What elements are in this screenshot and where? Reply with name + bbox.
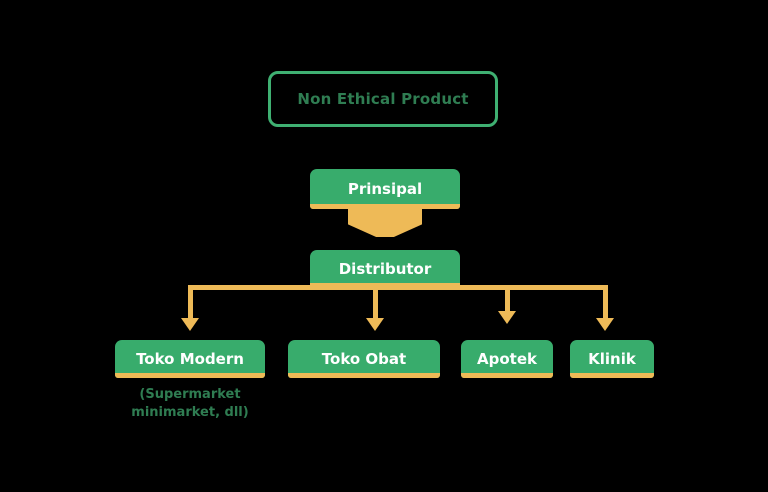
connector-branch-toko-modern xyxy=(188,285,193,320)
node-distributor[interactable]: Distributor xyxy=(310,250,460,288)
node-apotek[interactable]: Apotek xyxy=(461,340,553,378)
arrow-head-toko-obat xyxy=(366,318,384,331)
node-underline-prinsipal xyxy=(310,204,460,209)
arrow-head-apotek xyxy=(498,311,516,324)
node-non-ethical-product[interactable]: Non Ethical Product xyxy=(268,71,498,127)
node-klinik[interactable]: Klinik xyxy=(570,340,654,378)
node-toko-obat[interactable]: Toko Obat xyxy=(288,340,440,378)
node-toko-modern[interactable]: Toko Modern xyxy=(115,340,265,378)
node-underline-toko-obat xyxy=(288,373,440,378)
connector-distribution-bus xyxy=(188,285,608,290)
node-underline-toko-modern xyxy=(115,373,265,378)
arrow-head-klinik xyxy=(596,318,614,331)
node-label-distributor: Distributor xyxy=(338,259,432,278)
arrow-head-toko-modern xyxy=(181,318,199,331)
caption-toko-modern-line1: (Supermarket xyxy=(139,387,241,402)
node-label-non-ethical-product: Non Ethical Product xyxy=(297,90,469,108)
node-prinsipal[interactable]: Prinsipal xyxy=(310,169,460,209)
node-label-klinik: Klinik xyxy=(588,349,636,368)
connector-branch-apotek xyxy=(505,285,510,313)
connector-branch-toko-obat xyxy=(373,285,378,320)
connector-branch-klinik xyxy=(603,285,608,320)
caption-toko-modern: (Supermarket minimarket, dll) xyxy=(105,386,275,421)
node-underline-apotek xyxy=(461,373,553,378)
node-label-toko-modern: Toko Modern xyxy=(136,349,244,368)
node-label-apotek: Apotek xyxy=(477,349,537,368)
node-label-prinsipal: Prinsipal xyxy=(347,179,423,198)
arrow-prinsipal-to-distributor xyxy=(348,209,422,237)
node-underline-klinik xyxy=(570,373,654,378)
caption-toko-modern-line2: minimarket, dll) xyxy=(131,404,249,420)
node-label-toko-obat: Toko Obat xyxy=(321,349,407,368)
